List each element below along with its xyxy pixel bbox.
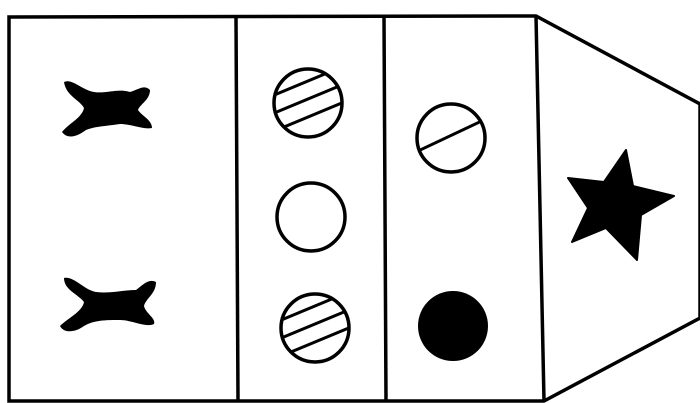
divider-1 [236, 17, 238, 401]
divider-2 [384, 16, 386, 401]
solid-circle-icon [418, 291, 488, 361]
